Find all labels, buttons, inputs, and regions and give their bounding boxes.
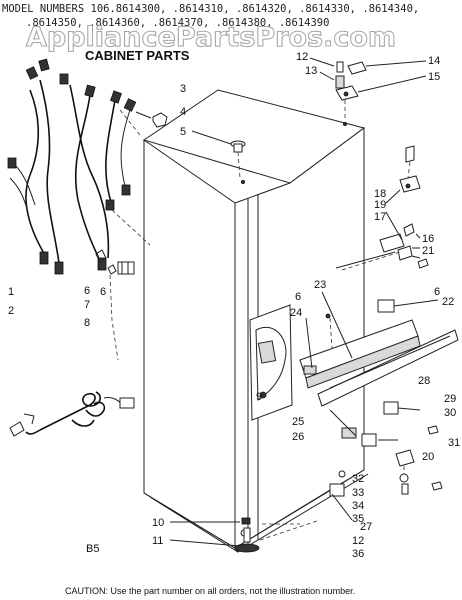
wiring-harness xyxy=(7,58,151,275)
mullion-assembly xyxy=(299,291,459,407)
callout-12-top: 12 xyxy=(296,51,308,63)
power-cord-assembly xyxy=(9,249,135,437)
callout-24: 24 xyxy=(290,307,302,319)
callout-25: 25 xyxy=(292,416,304,428)
callout-32: 32 xyxy=(352,473,364,485)
callout-33: 33 xyxy=(352,487,364,499)
callout-13: 13 xyxy=(305,65,317,77)
callout-20: 20 xyxy=(422,451,434,463)
lower-hinge-parts xyxy=(259,401,443,541)
callout-23: 23 xyxy=(314,279,326,291)
caution-note: CAUTION: Use the part number on all orde… xyxy=(65,586,355,596)
callout-17: 17 xyxy=(374,211,386,223)
watermark: AppliancePartsPros.com xyxy=(26,22,396,53)
top-hinge-parts xyxy=(309,57,427,120)
grommet-and-plug xyxy=(135,111,246,179)
callout-14: 14 xyxy=(428,55,440,67)
callout-15: 15 xyxy=(428,71,440,83)
callout-19: 19 xyxy=(374,199,386,211)
callout-22: 22 xyxy=(442,296,454,308)
callout-6-middle: 6 xyxy=(295,291,301,303)
callout-6-right: 6 xyxy=(434,286,440,298)
callout-26: 26 xyxy=(292,431,304,443)
callout-21: 21 xyxy=(422,245,434,257)
callout-31: 31 xyxy=(448,437,460,449)
callout-30: 30 xyxy=(444,407,456,419)
callout-2: 2 xyxy=(8,305,14,317)
callout-labels: 1 2 3 4 5 6 6 6 6 7 8 9 10 11 12 12 13 1… xyxy=(8,51,460,560)
callout-4: 4 xyxy=(180,106,186,118)
callout-11: 11 xyxy=(152,535,163,547)
cabinet-body xyxy=(142,89,369,553)
callout-16: 16 xyxy=(422,233,434,245)
small-mark: B5 xyxy=(86,543,99,555)
callout-8: 8 xyxy=(84,317,90,329)
leveling-leg xyxy=(169,517,300,553)
center-hinge-parts xyxy=(335,145,429,271)
callout-5: 5 xyxy=(180,126,186,138)
callout-6-left-b: 6 xyxy=(100,286,106,298)
callout-12-bottom: 12 xyxy=(352,535,364,547)
callout-34: 34 xyxy=(352,500,364,512)
cabinet-side-panel xyxy=(143,139,236,549)
callout-18: 18 xyxy=(374,188,386,200)
model-numbers-line-1: MODEL NUMBERS 106.8614300, .8614310, .86… xyxy=(2,3,419,15)
callout-27: 27 xyxy=(360,521,372,533)
callout-7: 7 xyxy=(84,299,90,311)
callout-28: 28 xyxy=(418,375,430,387)
callout-29: 29 xyxy=(444,393,456,405)
callout-6-left: 6 xyxy=(84,285,90,297)
diagram-title: CABINET PARTS xyxy=(85,48,190,63)
callout-9: 9 xyxy=(256,391,262,403)
callout-36: 36 xyxy=(352,548,364,560)
callout-3: 3 xyxy=(180,83,186,95)
callout-35: 35 xyxy=(352,513,364,525)
model-numbers-line-2: .8614350, .8614360, .8614370, .8614380, … xyxy=(26,17,329,29)
callout-1: 1 xyxy=(8,286,14,298)
callout-10: 10 xyxy=(152,517,164,529)
